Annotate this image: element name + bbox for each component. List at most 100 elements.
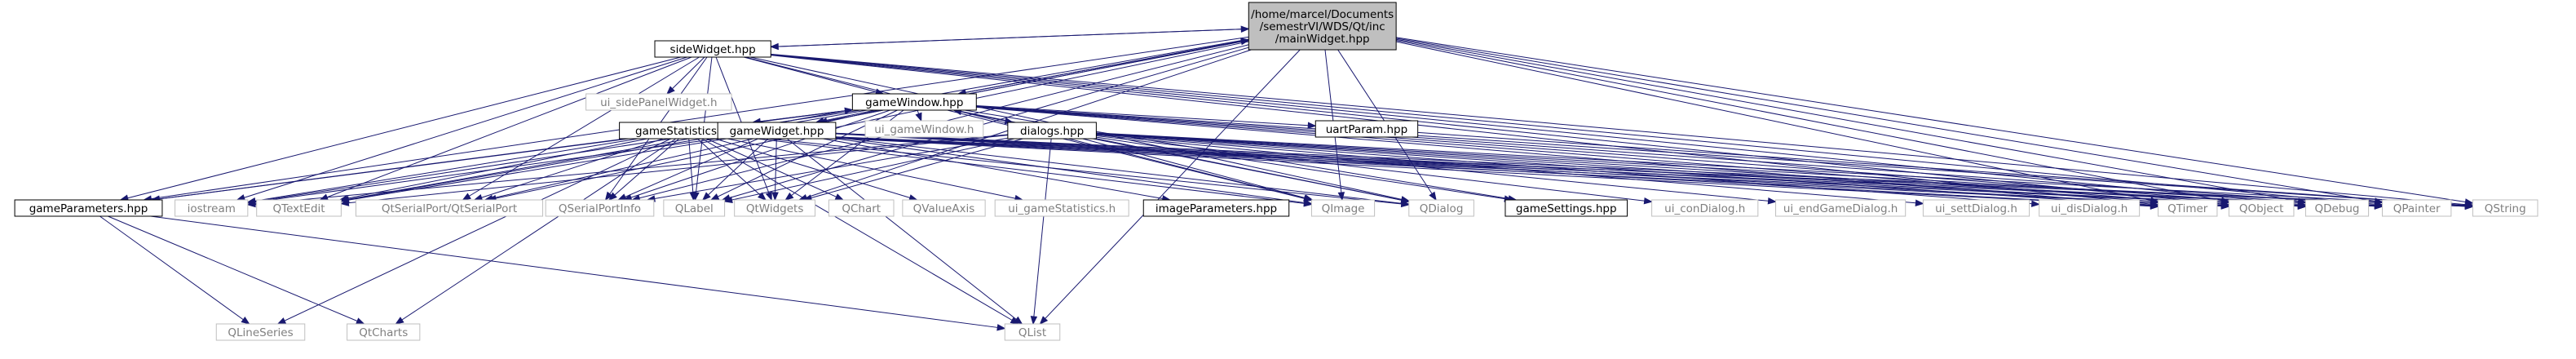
node-imageParameters[interactable]: imageParameters.hpp: [1142, 199, 1290, 217]
edge-layer: [99, 25, 2474, 331]
edge-gameWindow-to-QString: [976, 105, 2473, 206]
node-gameWidget[interactable]: gameWidget.hpp: [717, 122, 837, 140]
node-ui_gameWindow: ui_gameWindow.h: [864, 120, 984, 138]
edge-arrowhead-gameWidget-to-QtWidgets: [771, 192, 779, 202]
node-box-imageParameters[interactable]: [1142, 199, 1290, 217]
node-label-sideWidget: sideWidget.hpp: [670, 43, 756, 56]
node-box-QObject: [2228, 199, 2295, 217]
edge-arrowhead-gameStatistics-to-QLineSeries: [276, 317, 287, 325]
node-QChart: QChart: [828, 199, 895, 217]
edge-arrowhead-dialogs-to-ui_disDialog: [2030, 200, 2041, 207]
edge-sideWidget-to-QDebug: [771, 54, 2306, 206]
node-box-QPainter: [2381, 199, 2452, 217]
edge-gameParameters-to-QLineSeries: [99, 215, 250, 325]
edge-uartParam-to-QString: [1417, 131, 2473, 206]
node-label-gameSettings: gameSettings.hpp: [1516, 202, 1617, 215]
node-box-mainWidget[interactable]: [1248, 2, 1397, 51]
node-QLabel: QLabel: [663, 199, 726, 217]
edge-gameWidget-to-QImage: [835, 138, 1312, 205]
node-label-gameWidget: gameWidget.hpp: [730, 125, 824, 138]
node-label-mainWidget: /mainWidget.hpp: [1275, 33, 1370, 46]
edge-sideWidget-to-QObject: [771, 54, 2229, 206]
edge-arrowhead-dialogs-to-QList: [1030, 316, 1038, 326]
edge-arrowhead-gameWidget-to-QLabel: [701, 192, 711, 201]
edge-dialogs-to-QSerialPortInfo: [647, 137, 1008, 201]
node-label-imageParameters: imageParameters.hpp: [1155, 202, 1277, 215]
node-label-QString: QString: [2485, 202, 2526, 215]
edge-arrowhead-sideWidget-to-QSerialPortInfo: [604, 191, 613, 202]
edge-gameWidget-to-QObject: [835, 133, 2229, 207]
edge-gameParameters-to-QList: [150, 215, 1005, 330]
edge-mainWidget-to-QTimer: [1396, 41, 2158, 202]
node-label-QObject: QObject: [2239, 202, 2284, 215]
node-box-gameSettings[interactable]: [1505, 199, 1628, 217]
edge-dialogs-to-iostream: [247, 134, 1008, 206]
node-label-QPainter: QPainter: [2393, 202, 2441, 215]
node-gameParameters[interactable]: gameParameters.hpp: [14, 199, 163, 217]
node-label-dialogs: dialogs.hpp: [1020, 125, 1084, 138]
edge-arrowhead-dialogs-to-ui_conDialog: [1643, 197, 1653, 205]
node-box-ui_settDialog: [1922, 199, 2030, 217]
node-mainWidget[interactable]: /home/marcel/Documents/semestrVI/WDS/Qt/…: [1248, 2, 1397, 51]
node-label-ui_endGameDialog: ui_endGameDialog.h: [1783, 202, 1898, 215]
node-label-QValueAxis: QValueAxis: [913, 202, 975, 215]
node-iostream: iostream: [175, 199, 249, 217]
edge-arrowhead-gameWidget-to-QList: [1014, 316, 1023, 325]
node-label-QSerialPort: QtSerialPort/QtSerialPort: [382, 202, 517, 215]
node-box-sideWidget[interactable]: [654, 40, 771, 58]
edge-mainWidget-to-QLabel: [722, 47, 1249, 201]
edge-gameWidget-to-mainWidget: [819, 39, 1249, 123]
edge-arrowhead-gameStatistics-to-QtWidgets: [758, 192, 767, 201]
edge-mainWidget-to-QString: [1396, 37, 2473, 204]
node-box-QValueAxis: [902, 199, 986, 217]
node-dialogs[interactable]: dialogs.hpp: [1007, 122, 1097, 140]
edge-arrowhead-sideWidget-to-mainWidget: [1240, 25, 1250, 33]
edge-gameWindow-to-QImage: [947, 109, 1312, 201]
edge-arrowhead-dialogs-to-QImage: [1304, 194, 1314, 202]
node-box-ui_disDialog: [2039, 199, 2141, 217]
edge-gameStatistics-to-QSerialPort: [474, 138, 664, 201]
node-QSerialPortInfo: QSerialPortInfo: [545, 199, 655, 217]
edge-gameStatistics-to-QtWidgets: [696, 138, 767, 201]
node-box-QString: [2472, 199, 2538, 217]
node-gameSettings[interactable]: gameSettings.hpp: [1505, 199, 1628, 217]
edge-gameStatistics-to-iostream: [247, 138, 638, 203]
edge-arrowhead-sideWidget-to-QtWidgets: [765, 191, 772, 202]
node-uartParam[interactable]: uartParam.hpp: [1315, 120, 1419, 138]
node-box-QSerialPortInfo: [545, 199, 655, 217]
edge-gameWindow-to-QSerialPortInfo: [624, 109, 890, 201]
node-gameWindow[interactable]: gameWindow.hpp: [851, 93, 977, 111]
node-box-QtWidgets: [734, 199, 816, 217]
edge-arrowhead-gameStatistics-to-QChart: [834, 193, 845, 201]
node-box-gameWindow[interactable]: [851, 93, 977, 111]
node-box-QList: [1004, 323, 1061, 341]
node-QTimer: QTimer: [2158, 199, 2218, 217]
node-box-ui_gameStatistics: [994, 199, 1129, 217]
node-box-dialogs[interactable]: [1007, 122, 1097, 140]
node-QValueAxis: QValueAxis: [902, 199, 986, 217]
edge-sideWidget-to-QTimer: [771, 55, 2158, 206]
edge-arrowhead-gameWindow-to-QtWidgets: [784, 192, 794, 201]
node-box-gameWidget[interactable]: [717, 122, 837, 140]
edge-arrowhead-dialogs-to-QDebug: [2297, 202, 2307, 210]
node-box-uartParam[interactable]: [1315, 120, 1419, 138]
node-label-ui_conDialog: ui_conDialog.h: [1664, 202, 1745, 215]
edge-gameWidget-to-QList: [786, 138, 1023, 325]
edge-arrowhead-dialogs-to-QLabel: [723, 196, 733, 204]
edge-mainWidget-to-QObject: [1396, 40, 2229, 202]
edge-sideWidget-to-gameParameters: [120, 56, 682, 201]
edge-arrowhead-dialogs-to-ui_endGameDialog: [1767, 197, 1777, 205]
node-box-gameParameters[interactable]: [14, 199, 163, 217]
node-sideWidget[interactable]: sideWidget.hpp: [654, 40, 771, 58]
node-label-QDebug: QDebug: [2314, 202, 2359, 215]
node-label-QChart: QChart: [842, 202, 881, 215]
edge-sideWidget-to-mainWidget: [771, 28, 1249, 47]
node-QtCharts: QtCharts: [347, 323, 421, 341]
node-label-QSerialPortInfo: QSerialPortInfo: [559, 202, 641, 215]
edge-arrowhead-dialogs-to-QTextEdit: [340, 199, 350, 206]
node-box-ui_endGameDialog: [1775, 199, 1907, 217]
edge-gameWindow-to-uartParam: [976, 105, 1316, 126]
node-box-QtCharts: [347, 323, 421, 341]
edge-arrowhead-mainWidget-to-QDialog: [1429, 191, 1437, 202]
node-label-QImage: QImage: [1322, 202, 1365, 215]
